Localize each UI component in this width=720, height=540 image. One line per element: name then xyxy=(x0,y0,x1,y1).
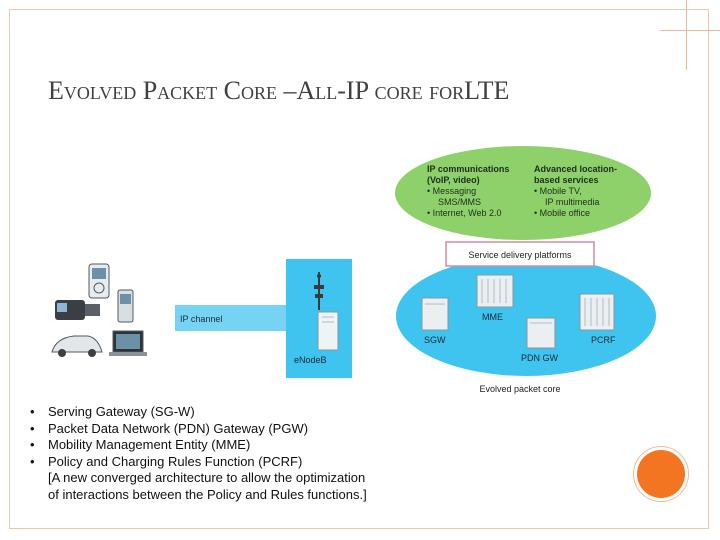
bullet-text: Policy and Charging Rules Function (PCRF… xyxy=(48,453,303,469)
component-bullet-list: • Serving Gateway (SG-W) • Packet Data Net… xyxy=(30,404,375,503)
svg-text:• Messaging SMS/MMS •: • Messaging SMS/MMS • Internet, Web 2.0 xyxy=(427,186,502,218)
corner-line-top xyxy=(686,0,687,70)
svg-text:• Mobile TV, IP multimedia: • Mobile TV, IP multimedia • Mobile offi… xyxy=(534,186,602,218)
ip-channel-bar xyxy=(175,305,287,331)
laptop-icon xyxy=(109,330,147,356)
bullet-item-sgw: • Serving Gateway (SG-W) xyxy=(30,404,375,421)
service-delivery-platforms-box xyxy=(445,241,595,267)
slide-decoration-circle xyxy=(637,450,685,498)
service-delivery-platforms-label: Service delivery platforms xyxy=(468,250,572,260)
slide-title: Evolved Packet Core –All-IP core forLTE xyxy=(48,76,510,105)
bullet-marker: • xyxy=(30,437,35,452)
bullet-text: Mobility Management Entity (MME) xyxy=(48,437,251,452)
pcrf-server-icon xyxy=(579,293,615,331)
services-right-heading-1: Advanced location- xyxy=(534,164,617,174)
architecture-note: [A new converged architecture to allow t… xyxy=(48,470,367,502)
sgw-label: SGW xyxy=(424,335,446,345)
evolved-packet-core-cloud xyxy=(396,256,656,376)
bullet-marker: • xyxy=(30,420,35,436)
mme-server-icon xyxy=(476,274,514,308)
services-right-heading-2: based services xyxy=(534,175,599,185)
mobile-phone-icon xyxy=(117,289,134,323)
services-right-item-3: • Mobile office xyxy=(534,208,590,218)
services-right-item-2: IP multimedia xyxy=(545,197,599,207)
bullet-text: Serving Gateway (SG-W) xyxy=(48,404,195,419)
services-cloud xyxy=(395,146,651,240)
services-left-item-3: • Internet, Web 2.0 xyxy=(427,208,502,218)
car-icon xyxy=(51,335,103,357)
camcorder-icon xyxy=(55,300,100,320)
svg-text:Advanced location- based s: Advanced location- based services xyxy=(534,164,620,185)
enodeb-label: eNodeB xyxy=(294,355,327,365)
bullet-marker: • xyxy=(30,453,35,469)
bullet-item-pcrf: • Policy and Charging Rules Function (PCR… xyxy=(30,454,375,471)
bullet-item-mme: • Mobility Management Entity (MME) xyxy=(30,437,375,454)
mme-label: MME xyxy=(482,312,503,322)
services-right-item-1: • Mobile TV, xyxy=(534,186,582,196)
bullet-item-pgw: • Packet Data Network (PDN) Gateway (PGW) xyxy=(30,421,375,438)
services-left-item-1: • Messaging xyxy=(427,186,476,196)
evolved-packet-core-label: Evolved packet core xyxy=(479,384,560,394)
corner-line-right xyxy=(660,30,720,31)
music-player-icon xyxy=(88,263,110,299)
services-left-heading-2: (VoIP, video) xyxy=(427,175,480,185)
sgw-server-icon xyxy=(421,297,449,331)
pcrf-label: PCRF xyxy=(591,335,616,345)
bullet-text: Packet Data Network (PDN) Gateway (PGW) xyxy=(48,420,309,436)
bullet-marker: • xyxy=(30,404,35,419)
antenna-tower-icon xyxy=(314,272,324,310)
services-left-item-2: SMS/MMS xyxy=(438,197,481,207)
pdn-gw-label: PDN GW xyxy=(521,353,559,363)
services-left-heading-1: IP communications xyxy=(427,164,509,174)
base-station-cabinet-icon xyxy=(317,311,339,351)
slide-frame xyxy=(9,9,709,529)
ip-channel-label: IP channel xyxy=(180,314,222,324)
services-left-block: IP communications (VoIP, video) xyxy=(427,164,512,185)
pdn-gw-server-icon xyxy=(526,317,556,349)
